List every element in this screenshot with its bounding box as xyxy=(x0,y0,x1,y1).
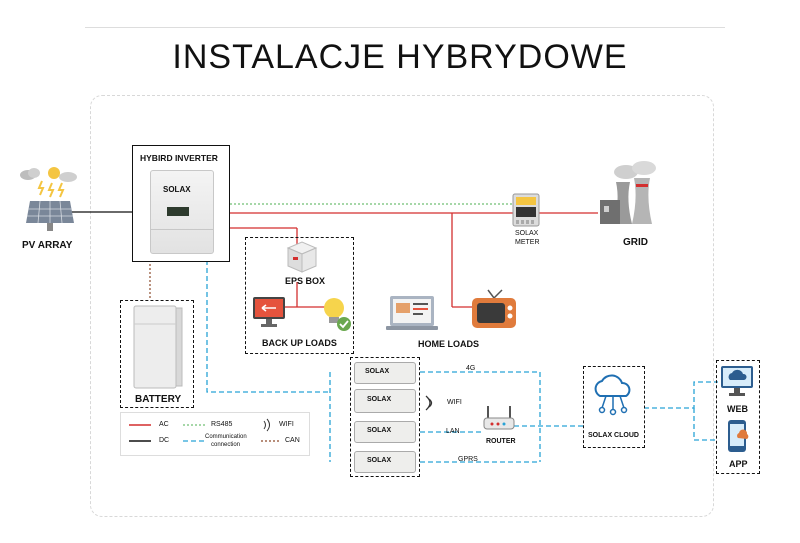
legend-comm-line1: Communication xyxy=(205,434,247,440)
comm-line-inverter xyxy=(206,260,330,393)
meter-label-line1: SOLAX xyxy=(515,230,539,237)
battery-icon xyxy=(132,304,184,390)
battery-box xyxy=(120,300,194,408)
meter-icon xyxy=(512,193,540,227)
page-title: INSTALACJE HYBRYDOWE xyxy=(172,38,628,76)
app-label: APP xyxy=(729,459,748,469)
router-label: ROUTER xyxy=(486,438,516,445)
label-gprs: GPRS xyxy=(458,456,478,463)
wifi-signal-icon xyxy=(424,392,438,414)
dongle-4g: SOLAX xyxy=(354,362,416,384)
battery-label: BATTERY xyxy=(135,394,182,405)
label-4g: 4G xyxy=(466,365,476,372)
eps-box-label: EPS BOX xyxy=(285,276,326,286)
legend-dc: DC xyxy=(159,437,170,444)
backup-loads-label: BACK UP LOADS xyxy=(262,338,337,348)
inverter-brand: SOLAX xyxy=(163,185,191,194)
router-icon xyxy=(482,404,516,432)
solar-panel-icon xyxy=(20,167,77,231)
dongle-gprs-brand: SOLAX xyxy=(367,457,392,464)
legend-can: CAN xyxy=(285,437,300,444)
legend-comm-line2: connection xyxy=(211,442,241,448)
legend-ac: AC xyxy=(159,421,169,428)
backup-loads-box xyxy=(245,237,354,354)
power-plant-icon xyxy=(596,160,666,226)
inverter-display xyxy=(167,207,189,216)
cloud-label: SOLAX CLOUD xyxy=(588,432,639,439)
pv-array-label: PV ARRAY xyxy=(22,240,73,251)
tv-icon xyxy=(470,288,518,332)
diagram-frame xyxy=(90,95,714,517)
comm-line-4g xyxy=(420,371,541,462)
web-monitor-icon xyxy=(719,364,755,398)
legend-rs485: RS485 xyxy=(211,421,233,428)
dongle-gprs: SOLAX xyxy=(354,451,416,473)
meter-label-line2: METER xyxy=(515,239,540,246)
dongle-lan-brand: SOLAX xyxy=(367,427,392,434)
label-wifi: WIFI xyxy=(447,399,462,406)
inverter-seam xyxy=(151,229,213,230)
dongle-wifi-brand: SOLAX xyxy=(367,396,392,403)
lightbulb-icon xyxy=(320,296,352,334)
dongle-lan: SOLAX xyxy=(354,421,416,443)
pv-array xyxy=(18,165,80,235)
eps-box-icon xyxy=(284,240,320,274)
cloud-box xyxy=(583,366,645,448)
grid-label: GRID xyxy=(623,237,648,248)
dongles-box xyxy=(350,357,420,477)
label-lan: LAN xyxy=(446,428,460,435)
legend: AC DC RS485 Communication connection WIF… xyxy=(120,412,310,456)
monitor-icon xyxy=(252,295,286,329)
dongle-4g-brand: SOLAX xyxy=(365,368,390,375)
app-phone-icon xyxy=(724,418,752,454)
home-loads-label: HOME LOADS xyxy=(418,339,480,349)
cloud-icon xyxy=(588,372,638,416)
comm-line-app xyxy=(693,408,718,441)
inverter-label: HYBIRD INVERTER xyxy=(140,153,218,163)
inverter-device-icon: SOLAX xyxy=(150,170,214,254)
web-label: WEB xyxy=(727,404,748,414)
comm-line-cloud xyxy=(644,381,718,409)
web-app-box xyxy=(716,360,760,474)
laptop-icon xyxy=(386,294,438,334)
top-divider xyxy=(85,27,725,28)
dongle-wifi: SOLAX xyxy=(354,389,416,413)
legend-wifi: WIFI xyxy=(279,421,294,428)
